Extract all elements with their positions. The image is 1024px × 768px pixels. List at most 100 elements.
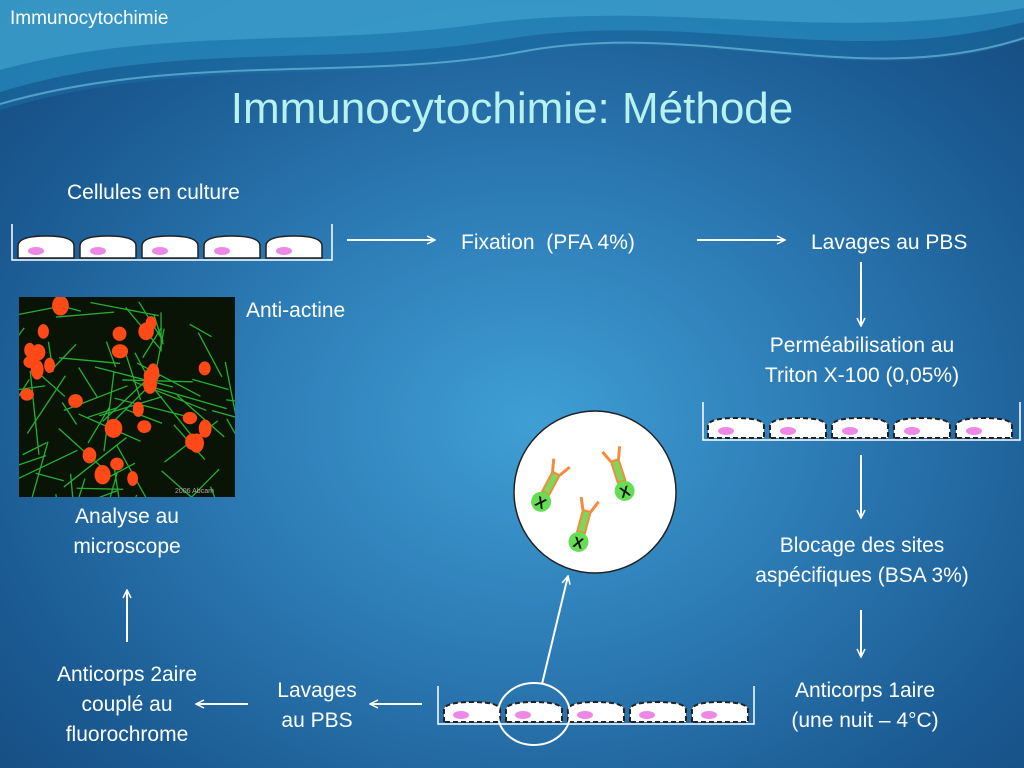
- cell: [955, 416, 1013, 439]
- step-anticorps-1aire: Anticorps 1aire (une nuit – 4°C): [770, 676, 960, 736]
- cell-nucleus: [137, 420, 152, 433]
- cell: [505, 700, 563, 723]
- cell-nucleus: [20, 388, 34, 401]
- cell: [707, 416, 765, 439]
- actin-fiber: [114, 397, 191, 418]
- actin-fiber: [161, 470, 193, 497]
- actin-fiber: [98, 489, 119, 497]
- actin-fiber: [78, 367, 98, 398]
- antigen-marker: X: [618, 483, 633, 502]
- dish-antibody: [437, 686, 755, 725]
- cell-nucleus: [37, 324, 49, 339]
- cell-nucleus: [44, 357, 55, 374]
- actin-fiber: [59, 357, 121, 365]
- step-fixation: Fixation (PFA 4%): [461, 231, 635, 254]
- arrow-zoom-pointer: [541, 576, 568, 685]
- step-permeabilisation-line1: Perméabilisation au: [769, 334, 955, 357]
- cell-nucleus: [182, 411, 198, 425]
- step-analyse-microscope: Analyse au microscope: [47, 502, 207, 562]
- actin-fiber: [63, 437, 127, 488]
- step-anticorps-2aire-line1: Anticorps 2aire: [56, 663, 198, 686]
- actin-fiber: [145, 384, 227, 410]
- actin-fiber: [35, 472, 64, 482]
- actin-fiber: [69, 473, 74, 497]
- cell-nucleus: [132, 401, 144, 417]
- actin-fiber: [87, 406, 111, 444]
- antigen-marker: X: [571, 534, 585, 553]
- actin-fiber: [94, 366, 174, 388]
- actin-fiber: [224, 361, 235, 415]
- step-anticorps-1aire-line1: Anticorps 1aire: [794, 679, 936, 702]
- actin-fiber: [52, 343, 77, 369]
- cell-nucleus: [52, 297, 69, 316]
- step-lavages-pbs-2-line1: Lavages: [277, 679, 357, 702]
- microscopy-image: 2006 Abcam: [19, 297, 235, 497]
- actin-fiber: [90, 301, 159, 317]
- image-watermark: 2006 Abcam: [175, 488, 214, 495]
- cell-nucleus: [138, 322, 154, 341]
- step-lavages-pbs-1: Lavages au PBS: [811, 231, 968, 254]
- cell: [769, 416, 827, 439]
- actin-fiber: [176, 394, 225, 438]
- cell: [831, 416, 889, 439]
- actin-fiber: [226, 399, 235, 402]
- cell: [265, 235, 323, 259]
- actin-fiber: [19, 385, 46, 391]
- actin-fiber: [22, 442, 47, 456]
- cell: [141, 235, 199, 259]
- actin-fiber: [76, 487, 124, 490]
- slide-title: Immunocytochimie: Méthode: [230, 84, 794, 133]
- step-permeabilisation: Perméabilisation au Triton X-100 (0,05%): [742, 331, 982, 391]
- actin-fiber: [124, 408, 163, 424]
- image-caption-anti-actine: Anti-actine: [246, 299, 346, 322]
- actin-fiber: [192, 378, 229, 391]
- antibody-antigen-complex: X: [568, 496, 600, 553]
- cell: [893, 416, 951, 439]
- cell-nucleus: [127, 471, 138, 486]
- cell-nucleus: [68, 394, 83, 408]
- cell-nucleus: [112, 326, 127, 342]
- cell: [17, 235, 75, 259]
- cell-nucleus: [31, 344, 46, 361]
- cell: [691, 700, 749, 723]
- actin-fiber: [105, 341, 117, 368]
- actin-fiber: [197, 332, 223, 378]
- step-anticorps-1aire-line2: (une nuit – 4°C): [791, 709, 939, 732]
- cell: [79, 235, 137, 259]
- actin-fiber: [55, 311, 115, 318]
- slide-header-label: Immunocytochimie: [10, 8, 169, 29]
- actin-fiber: [103, 372, 115, 452]
- cell-nucleus: [198, 361, 211, 376]
- actin-fiber: [19, 306, 58, 316]
- cell-nucleus: [104, 418, 123, 438]
- actin-fiber: [226, 418, 235, 435]
- actin-fiber: [31, 441, 49, 497]
- step-lavages-pbs-2-line2: au PBS: [281, 709, 353, 732]
- actin-fiber: [123, 346, 142, 401]
- zoom-circle: X X X: [513, 410, 677, 574]
- highlight-circle: [497, 682, 571, 746]
- cell-nucleus: [189, 433, 204, 453]
- dish-cells-culture: [11, 224, 333, 261]
- step-blocage: Blocage des sites aspécifiques (BSA 3%): [732, 531, 992, 591]
- cell-nucleus: [143, 374, 157, 394]
- step-blocage-line2: aspécifiques (BSA 3%): [755, 564, 969, 587]
- actin-fiber: [189, 323, 212, 338]
- actin-fiber: [78, 478, 86, 497]
- dish-permeabilised: [702, 402, 1021, 441]
- step-anticorps-2aire-line3: fluorochrome: [65, 723, 189, 746]
- step-analyse-line2: microscope: [73, 535, 181, 558]
- antibody-antigen-complex: X: [531, 458, 571, 513]
- cell-nucleus: [94, 465, 111, 485]
- actin-fiber: [61, 402, 78, 425]
- actin-fiber: [26, 375, 67, 434]
- header-wave-decoration: [0, 0, 1024, 110]
- step-lavages-pbs-2: Lavages au PBS: [262, 676, 372, 736]
- step-permeabilisation-line2: Triton X-100 (0,05%): [764, 364, 960, 387]
- actin-fiber: [190, 468, 220, 497]
- actin-fiber: [109, 471, 119, 497]
- step-anticorps-2aire: Anticorps 2aire couplé au fluorochrome: [32, 660, 222, 750]
- actin-fiber: [87, 407, 118, 418]
- cell: [567, 700, 625, 723]
